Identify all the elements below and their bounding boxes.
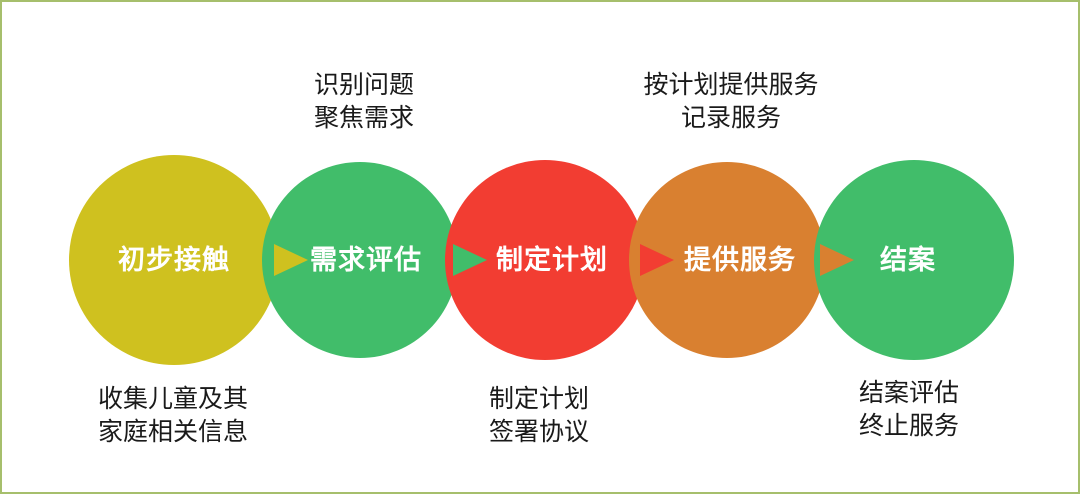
step-label-contact: 初步接触: [118, 245, 230, 276]
note-line: 制定计划: [488, 384, 589, 413]
note-service: 按计划提供服务 记录服务: [611, 68, 851, 134]
arrow-planning-to-service: [640, 244, 674, 276]
note-line: 结案评估: [858, 378, 959, 407]
step-label-assessment: 需求评估: [310, 245, 422, 276]
step-label-planning: 制定计划: [496, 245, 608, 276]
step-circle-contact: [69, 155, 279, 365]
step-circle-planning: [445, 160, 645, 360]
note-planning: 制定计划 签署协议: [419, 382, 659, 448]
note-line: 收集儿童及其: [97, 384, 248, 413]
note-line: 按计划提供服务: [643, 70, 819, 99]
note-line: 终止服务: [858, 411, 959, 440]
note-line: 记录服务: [680, 103, 781, 132]
arrow-service-to-closure: [820, 244, 854, 276]
note-line: 识别问题: [313, 70, 414, 99]
arrow-contact-to-assessment: [274, 244, 308, 276]
step-circle-assessment: [262, 162, 458, 358]
step-circle-closure: [814, 160, 1014, 360]
note-line: 家庭相关信息: [97, 417, 248, 446]
note-assessment: 识别问题 聚焦需求: [244, 68, 484, 134]
note-line: 签署协议: [488, 417, 589, 446]
note-contact: 收集儿童及其 家庭相关信息: [53, 382, 293, 448]
note-closure: 结案评估 终止服务: [789, 376, 1029, 442]
step-label-closure: 结案: [880, 245, 936, 276]
arrow-assessment-to-planning: [453, 244, 487, 276]
step-label-service: 提供服务: [684, 245, 796, 276]
note-line: 聚焦需求: [313, 103, 414, 132]
step-circle-service: [629, 162, 825, 358]
